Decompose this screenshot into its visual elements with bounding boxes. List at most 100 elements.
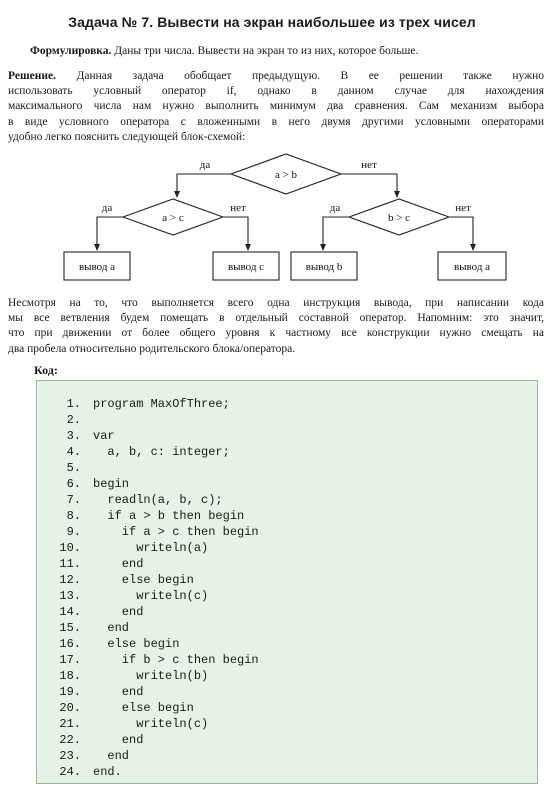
- code-line: 6.begin: [55, 477, 129, 491]
- note-line: что при движении от более общего уровня …: [8, 327, 544, 340]
- line-number: 23.: [59, 749, 81, 763]
- code-line: 10. writeln(a): [55, 541, 208, 555]
- code-text: writeln(b): [93, 669, 209, 683]
- code-line: 1.program MaxOfThree;: [55, 397, 230, 411]
- note-line: два пробела относительно родительского б…: [8, 342, 296, 355]
- line-number: 24.: [59, 765, 81, 779]
- line-number: 20.: [59, 701, 81, 715]
- line-number: 9.: [66, 525, 81, 539]
- code-text: if b > c then begin: [93, 653, 259, 667]
- note-line: Несмотря на то, что выполняется всего од…: [8, 297, 544, 309]
- flowchart: a > b a > c b > c да нет да нет да нет в…: [63, 153, 507, 281]
- code-heading: Код:: [34, 363, 58, 377]
- line-number: 18.: [59, 669, 81, 683]
- code-text: end.: [93, 765, 122, 779]
- code-text: else begin: [93, 637, 180, 651]
- code-text: writeln(c): [93, 717, 209, 731]
- output-label: вывод a: [79, 261, 115, 273]
- line-number: 17.: [59, 653, 81, 667]
- code-text: readln(a, b, c);: [93, 493, 223, 507]
- output-box: [63, 251, 131, 281]
- formulation-text: Даны три числа. Вывести на экран то из н…: [111, 45, 419, 57]
- solution-line: удобно легко пояснить следующей блок-схе…: [8, 130, 246, 143]
- code-line: 12. else begin: [55, 573, 194, 587]
- no-label: нет: [455, 202, 471, 214]
- line-number: 7.: [66, 493, 81, 507]
- code-text: writeln(a): [93, 541, 209, 555]
- line-number: 19.: [59, 685, 81, 699]
- flow-arrow: [449, 216, 476, 251]
- code-line: 16. else begin: [55, 637, 179, 651]
- flow-arrow: [223, 216, 251, 251]
- code-text: end: [93, 605, 144, 619]
- no-label: нет: [230, 202, 246, 214]
- code-line: 5.: [55, 461, 93, 475]
- note-line: мы все ветвления будем помещать в отдель…: [8, 312, 544, 325]
- solution-line: Решение. Данная задача обобщает предыдущ…: [8, 70, 544, 82]
- solution-paragraph: Решение. Данная задача обобщает предыдущ…: [8, 69, 544, 145]
- code-line: 15. end: [55, 621, 129, 635]
- yes-label: да: [102, 202, 113, 214]
- condition-right: b > c: [388, 212, 410, 224]
- output-box: [290, 251, 358, 281]
- code-text: if a > b then begin: [93, 509, 245, 523]
- code-text: a, b, c: integer;: [93, 445, 230, 459]
- line-number: 6.: [66, 477, 81, 491]
- formulation-label: Формулировка.: [30, 45, 112, 57]
- code-line: 23. end: [55, 749, 129, 763]
- flow-arrow: [320, 216, 349, 251]
- condition-top: a > b: [275, 169, 298, 181]
- code-line: 2.: [55, 413, 93, 427]
- output-label: вывод b: [306, 261, 343, 273]
- condition-left: a > c: [162, 212, 184, 224]
- code-text: else begin: [93, 573, 194, 587]
- solution-label: Решение.: [8, 70, 57, 82]
- yes-label: да: [330, 202, 341, 214]
- line-number: 22.: [59, 733, 81, 747]
- code-text: else begin: [93, 701, 194, 715]
- code-line: 22. end: [55, 733, 143, 747]
- line-number: 10.: [59, 541, 81, 555]
- code-line: 13. writeln(c): [55, 589, 208, 603]
- line-number: 14.: [59, 605, 81, 619]
- output-box: [212, 251, 280, 281]
- code-text: end: [93, 557, 144, 571]
- code-line: 19. end: [55, 685, 143, 699]
- line-number: 4.: [66, 445, 81, 459]
- code-text: end: [93, 621, 130, 635]
- line-number: 2.: [66, 413, 81, 427]
- line-number: 12.: [59, 573, 81, 587]
- solution-line: использовать условный оператор if, однак…: [8, 85, 544, 98]
- code-line: 3.var: [55, 429, 115, 443]
- code-line: 14. end: [55, 605, 143, 619]
- code-text: writeln(c): [93, 589, 209, 603]
- no-label: нет: [361, 159, 377, 171]
- code-text: if a > c then begin: [93, 525, 259, 539]
- line-number: 21.: [59, 717, 81, 731]
- flow-arrow: [341, 173, 400, 198]
- code-line: 4. a, b, c: integer;: [55, 445, 230, 459]
- code-text: var: [93, 429, 115, 443]
- yes-label: да: [200, 159, 211, 171]
- note-paragraph: Несмотря на то, что выполняется всего од…: [8, 296, 544, 357]
- line-number: 11.: [59, 557, 81, 571]
- formulation-paragraph: Формулировка. Даны три числа. Вывести на…: [30, 44, 510, 59]
- code-line: 18. writeln(b): [55, 669, 208, 683]
- line-number: 16.: [59, 637, 81, 651]
- line-number: 15.: [59, 621, 81, 635]
- line-number: 8.: [66, 509, 81, 523]
- code-line: 20. else begin: [55, 701, 194, 715]
- code-line: 8. if a > b then begin: [55, 509, 245, 523]
- output-box: [437, 251, 507, 281]
- output-label: вывод a: [454, 261, 490, 273]
- code-line: 24. end.: [55, 765, 122, 779]
- code-text: program MaxOfThree;: [93, 397, 230, 411]
- page-title: Задача № 7. Вывести на экран наибольшее …: [68, 14, 476, 30]
- line-number: 5.: [66, 461, 81, 475]
- solution-line: максимального числа нам нужно выполнить …: [8, 100, 544, 113]
- code-text: end: [93, 733, 144, 747]
- code-line: 9. if a > c then begin: [55, 525, 259, 539]
- flow-arrow: [94, 216, 123, 251]
- flow-arrow: [174, 173, 231, 198]
- code-line: 21. writeln(c): [55, 717, 208, 731]
